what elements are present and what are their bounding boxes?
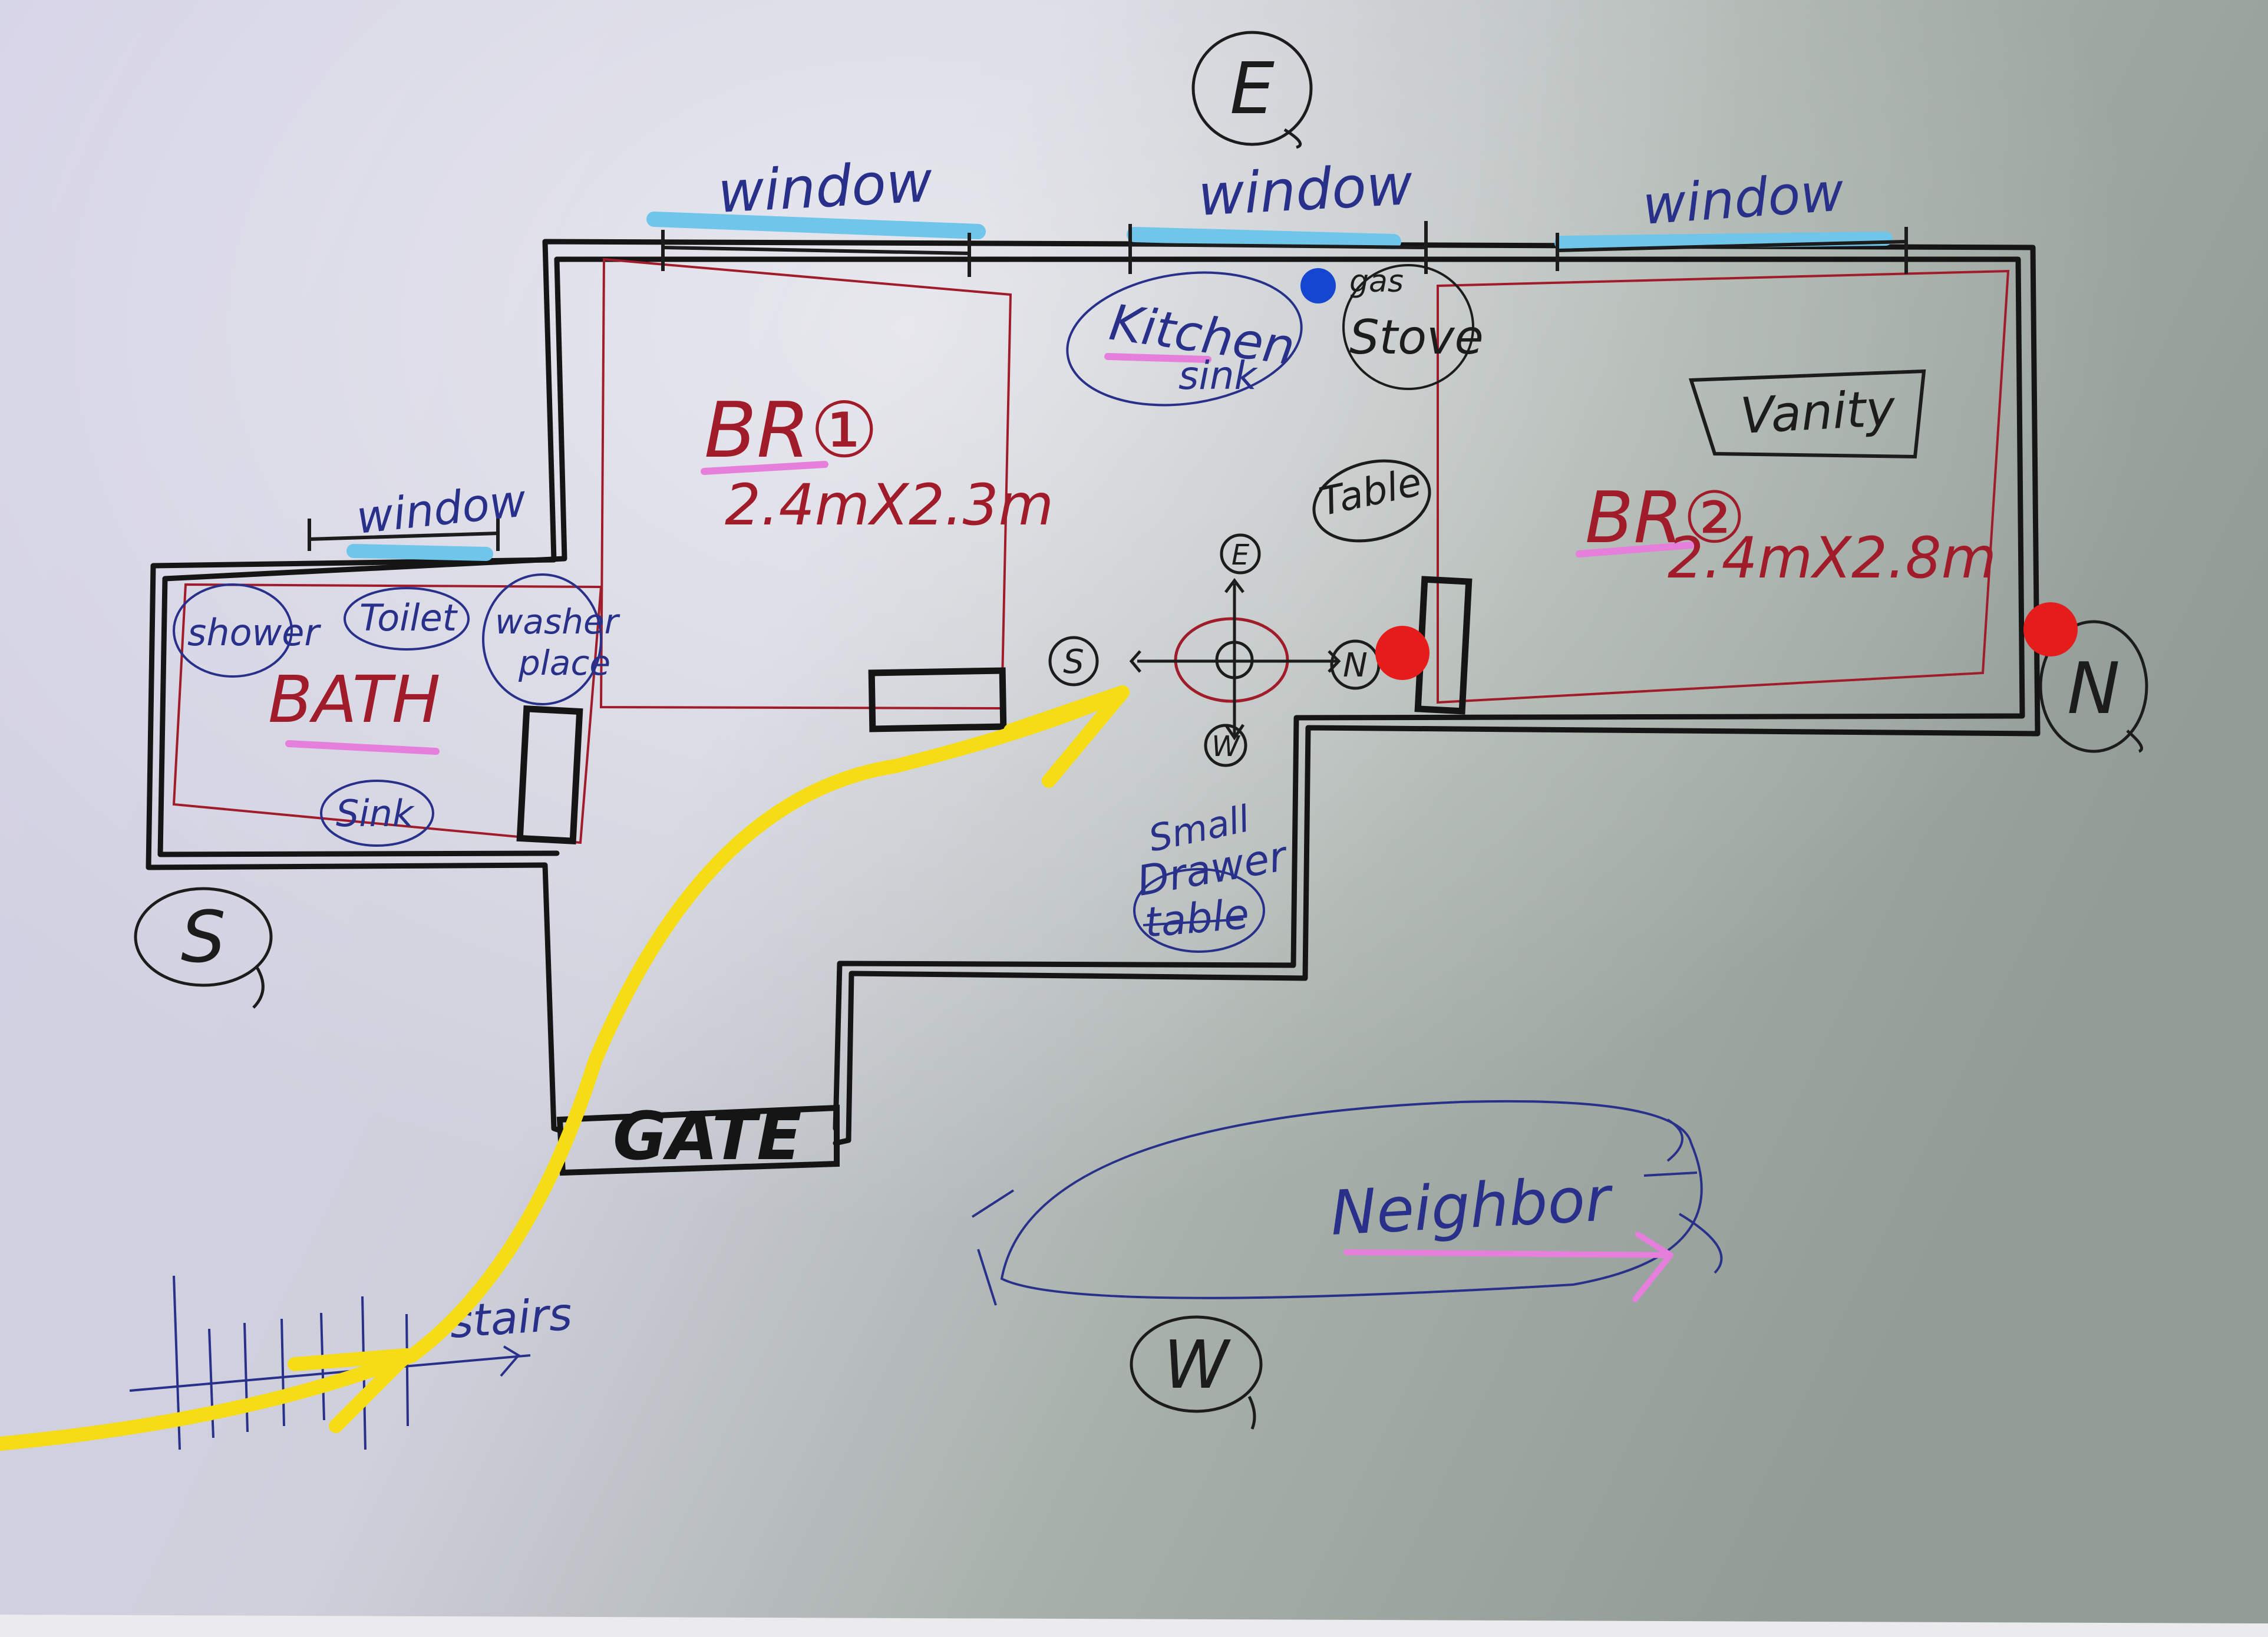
small-drawer-table: Small Drawer table [1133,797,1292,953]
sink-label: sink [1178,353,1259,398]
center-compass-west-label: W [1211,730,1240,763]
shower-label: shower [187,611,321,654]
bath-sink-circle [320,780,434,847]
inner-wall-line [157,256,2025,1131]
compass-north-label: N [2067,648,2120,730]
exterior-walls [146,239,2041,1146]
gate: GATE [556,1098,840,1176]
window-label-kitchen: window [1196,151,1414,229]
neighbor-underline-arrow [1343,1232,1673,1302]
stove-circle [1342,264,1474,390]
doors [516,576,1473,844]
room-bath: shower Toilet washer place BATH Sink [173,573,620,847]
center-compass-east-label: E [1232,539,1250,572]
center-compass-north-label: N [1343,646,1368,685]
door-br1 [868,667,1007,732]
window-label-br1: window [716,148,934,226]
bath-label: BATH [268,662,441,737]
compass-south-label: S [181,897,226,979]
red-dot-br2-door [1375,626,1430,680]
gas-label: gas [1349,264,1404,299]
bath-sink-label: Sink [336,792,415,835]
compass-west-marker: W [1130,1315,1263,1430]
stove-label: Stove [1349,310,1484,365]
room-br2: BR② 2.4mX2.8m Vanity [1576,369,1996,591]
compass-north-marker: N [2039,620,2148,753]
red-dot-north-wall [2023,602,2078,656]
outer-wall-line [146,239,2041,1146]
room-br2-outline [1437,269,2010,704]
blue-dot-gas [1300,268,1336,303]
shower-circle [173,583,293,678]
vanity-label: Vanity [1739,379,1897,445]
toilet-label: Toilet [359,596,458,639]
kitchen-sink-circle [1066,271,1303,407]
neighbor-area [971,1100,1723,1306]
room-br1: BR① 2.4mX2.3m [701,385,1054,538]
washer-label-line2: place [518,643,610,683]
toilet-circle [344,587,470,651]
washer-circle [482,573,602,705]
gate-label: GATE [613,1098,802,1175]
entrance-path-arrow [0,685,1130,1451]
br1-size: 2.4mX2.3m [725,472,1054,538]
board-bottom-edge [0,1615,2268,1637]
br1-label: BR① [704,385,879,475]
compass-west-label: W [1164,1327,1232,1404]
room-bath-outline [172,583,603,844]
compass-south-marker: S [134,887,273,1009]
window-label-br2: window [1640,161,1846,237]
door-bath [516,705,583,844]
center-compass [1048,533,1381,767]
vanity-box [1688,369,1926,459]
center-compass-south-label: S [1063,643,1084,681]
window-br2: window [1554,161,1908,274]
windows: window window window window [308,148,1908,561]
window-br1: window [646,148,986,277]
compass-east-marker: E [1191,31,1313,149]
window-kitchen: window [1127,151,1428,274]
washer-label-line1: washer [495,602,620,642]
drawer-table-label: table [1143,890,1251,947]
compass-east-label: E [1230,48,1275,130]
neighbor-label: Neighbor [1329,1163,1616,1249]
br2-size: 2.4mX2.8m [1668,525,1996,591]
